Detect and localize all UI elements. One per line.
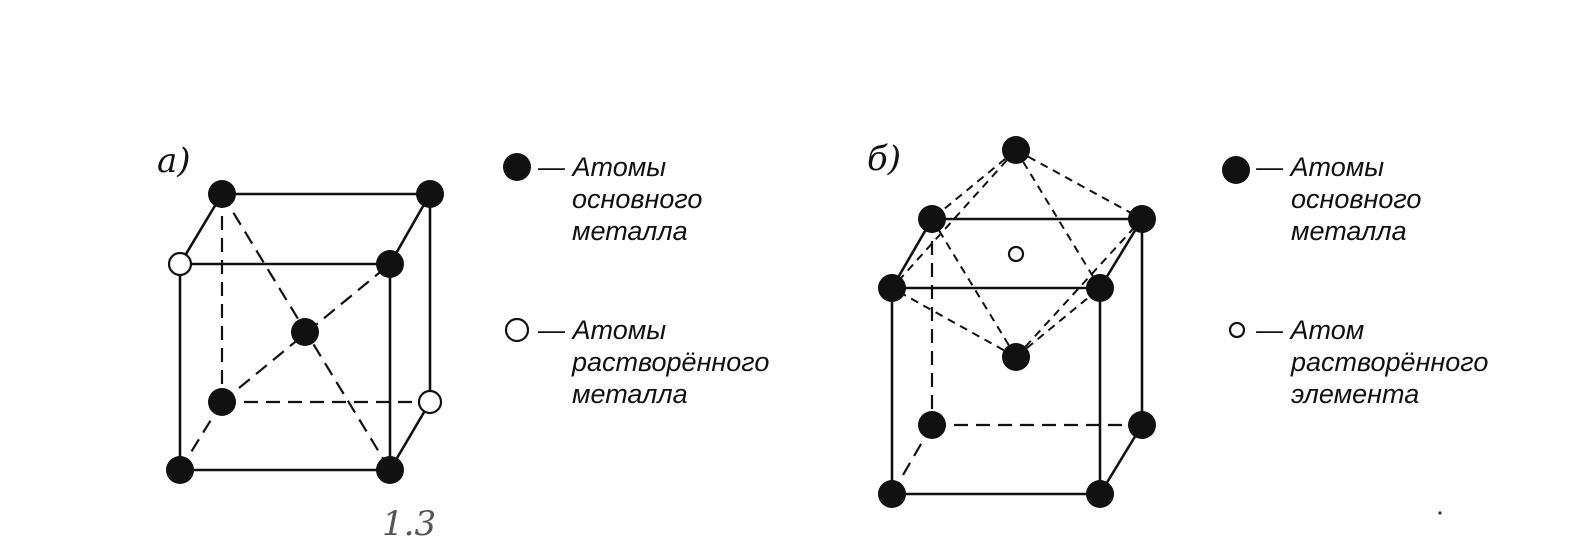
- base-metal-atom: [376, 456, 404, 484]
- base-metal-atom: [1086, 480, 1114, 508]
- base-metal-atom: [918, 205, 946, 233]
- panel-b: б): [867, 136, 1488, 515]
- legend-line: металла: [1291, 216, 1407, 246]
- octahedron-edge: [931, 149, 1017, 220]
- octahedron-edge: [1015, 218, 1143, 358]
- legend-line: металла: [572, 216, 688, 246]
- panel-b-atoms: [878, 136, 1156, 508]
- base-metal-atom: [1128, 411, 1156, 439]
- solute-atom-legend-marker: [504, 317, 530, 343]
- solute-metal-atom: [417, 389, 443, 415]
- legend-item-base-metal: — Атомы основного металла: [1222, 152, 1421, 246]
- legend-item-solute-metal: — Атомы растворённого металла: [504, 315, 769, 409]
- base-atom-legend-marker: [503, 153, 531, 181]
- legend-line: растворённого: [571, 347, 769, 377]
- solute-metal-atom: [167, 251, 193, 277]
- base-metal-atom: [1002, 136, 1030, 164]
- octahedron-edge: [1015, 149, 1143, 220]
- body-diagonal: [221, 263, 391, 403]
- legend-line: металла: [572, 379, 688, 409]
- interstitial-atom-legend-marker: [1228, 321, 1246, 339]
- legend-line: элемента: [1291, 379, 1419, 409]
- base-atom-legend-marker: [1222, 156, 1250, 184]
- panel-a-label: a): [157, 141, 191, 181]
- base-metal-atom: [416, 180, 444, 208]
- interstitial-atom: [1007, 245, 1025, 263]
- panel-a-legend: — Атомы основного металла — Атомы раство…: [503, 152, 769, 409]
- base-metal-atom: [208, 388, 236, 416]
- legend-line: — Атомы: [537, 315, 666, 345]
- panel-a-atoms: [166, 180, 444, 484]
- legend-line: основного: [1291, 184, 1421, 214]
- speck: [1438, 511, 1442, 515]
- base-metal-atom: [1086, 274, 1114, 302]
- base-metal-atom: [291, 318, 319, 346]
- base-metal-atom: [166, 456, 194, 484]
- legend-item-base-metal: — Атомы основного металла: [503, 152, 702, 246]
- panel-b-legend: — Атомы основного металла — Атом раствор…: [1222, 152, 1488, 409]
- legend-item-interstitial: — Атом растворённого элемента: [1228, 315, 1488, 409]
- legend-line: растворённого: [1290, 347, 1488, 377]
- octahedron-edge: [1015, 287, 1101, 358]
- legend-line: — Атомы: [537, 152, 666, 182]
- panel-a: a): [157, 141, 769, 544]
- panel-b-label: б): [867, 139, 901, 179]
- legend-line: — Атом: [1255, 315, 1364, 345]
- handwritten-mark: 1.3: [382, 504, 436, 544]
- octahedron-edge: [891, 287, 1017, 358]
- base-metal-atom: [208, 180, 236, 208]
- octahedron-edge: [891, 149, 1017, 289]
- panel-b-octahedron: [891, 149, 1143, 358]
- base-metal-atom: [376, 250, 404, 278]
- base-metal-atom: [918, 411, 946, 439]
- legend-line: основного: [572, 184, 702, 214]
- base-metal-atom: [1002, 343, 1030, 371]
- base-metal-atom: [1128, 205, 1156, 233]
- legend-line: — Атомы: [1255, 152, 1384, 182]
- base-metal-atom: [878, 480, 906, 508]
- base-metal-atom: [878, 274, 906, 302]
